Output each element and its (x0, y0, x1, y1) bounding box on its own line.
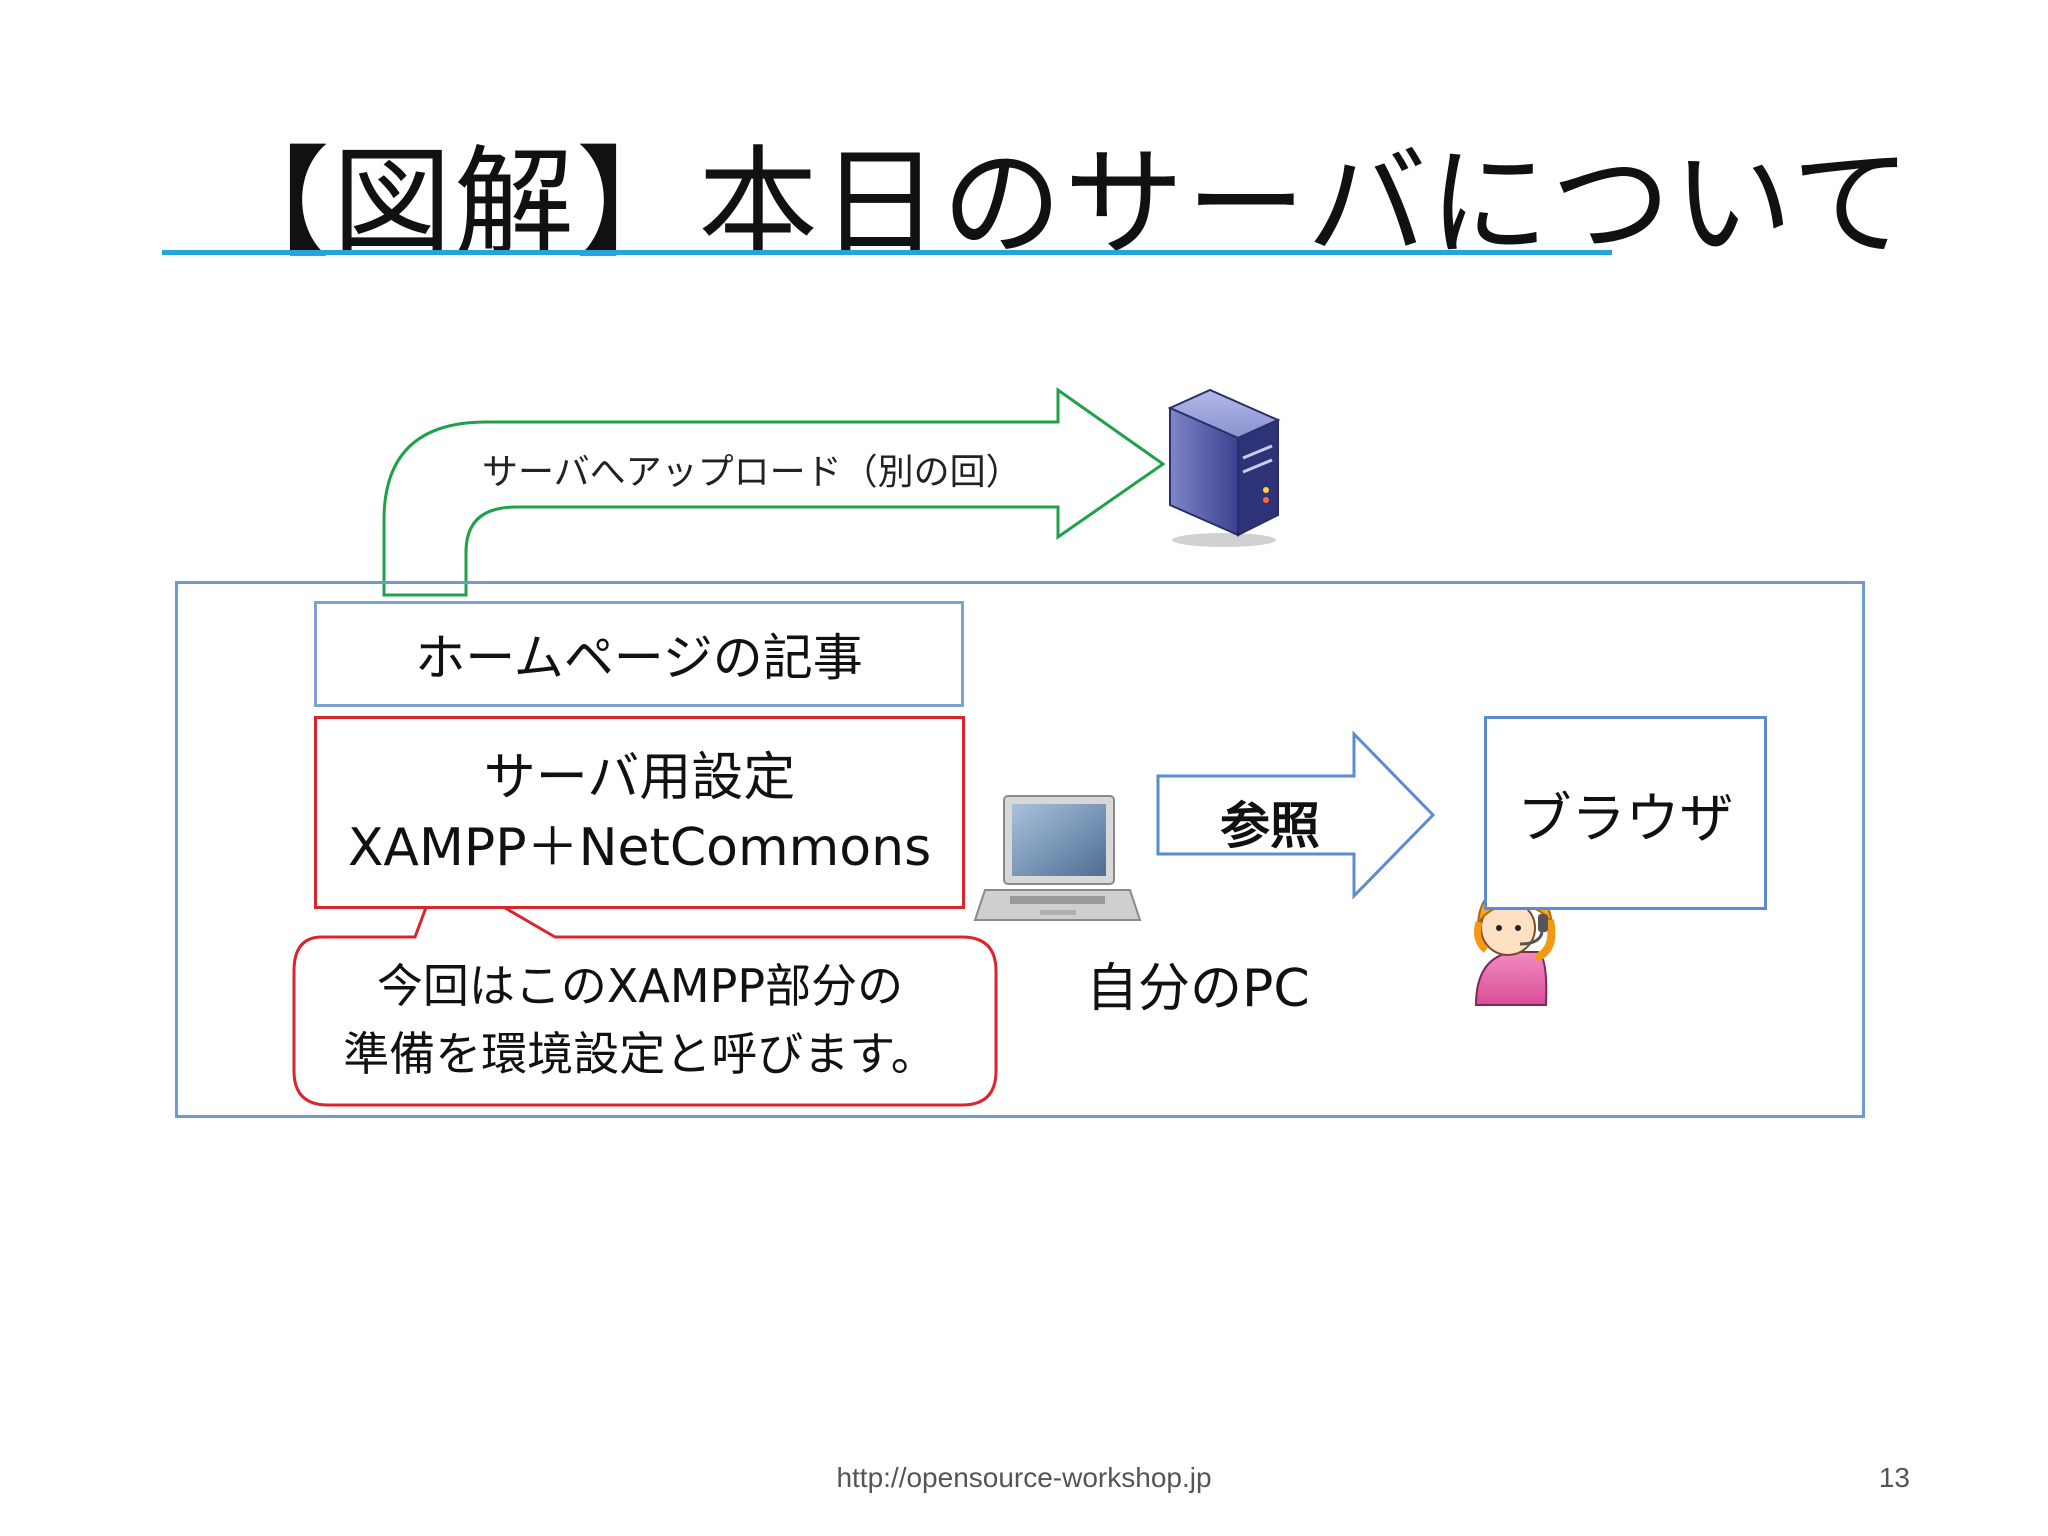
laptop-icon (973, 795, 1142, 921)
server-settings-line1: サーバ用設定 (483, 747, 796, 808)
callout-text: 今回はこのXAMPP部分の 準備を環境設定と呼びます。 (300, 952, 980, 1088)
slide-title: 【図解】本日のサーバについて (210, 135, 1914, 274)
browser-label: ブラウザ (1517, 786, 1734, 850)
upload-arrow-label: サーバへアップロード（別の回） (482, 452, 1022, 493)
homepage-article-label: ホームページの記事 (415, 629, 863, 687)
callout-line2: 準備を環境設定と呼びます。 (343, 1027, 937, 1081)
reference-arrow-label: 参照 (1220, 797, 1320, 855)
local-environment-frame (175, 581, 1865, 1118)
callout-line1: 今回はこのXAMPP部分の (376, 959, 904, 1013)
callout-bubble (292, 868, 998, 1107)
my-pc-label: 自分のPC (1086, 959, 1310, 1019)
reference-arrow (1156, 730, 1436, 900)
footer-url: http://opensource-workshop.jp (836, 1462, 1212, 1493)
title-underline (162, 250, 1612, 255)
homepage-article-box: ホームページの記事 (314, 601, 964, 707)
server-settings-box: サーバ用設定 XAMPP＋NetCommons (314, 716, 965, 909)
upload-arrow (382, 387, 1166, 597)
page-number: 13 (1878, 1462, 1910, 1493)
server-icon (1167, 388, 1281, 547)
browser-box: ブラウザ (1484, 716, 1767, 910)
server-settings-line2: XAMPP＋NetCommons (347, 817, 932, 878)
